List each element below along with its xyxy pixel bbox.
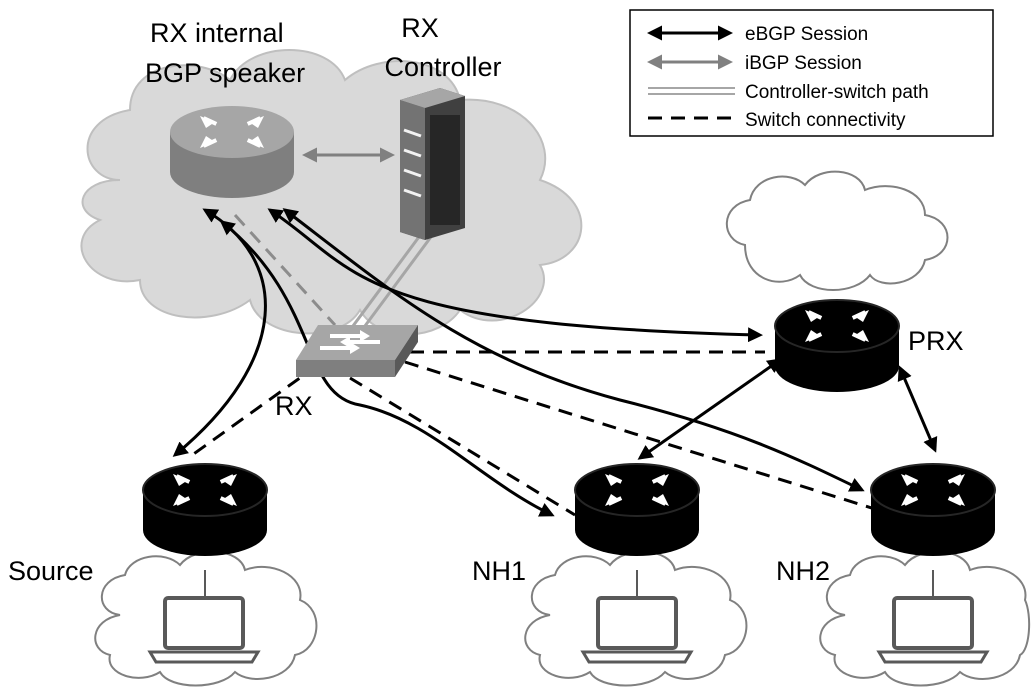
- rx-internal-label-line2: BGP speaker: [145, 58, 305, 88]
- rx-controller-label-line2: Controller: [384, 52, 501, 82]
- prx-label: PRX: [908, 326, 964, 356]
- rx-controller-label-line1: RX: [401, 13, 439, 43]
- nh2-label: NH2: [776, 556, 830, 586]
- nh1-laptop: [580, 570, 694, 664]
- source-laptop: [147, 570, 261, 664]
- rx-switch-label: RX: [275, 391, 313, 421]
- legend-label-ibgp: iBGP Session: [745, 53, 862, 74]
- switch-connectivity-lines: [187, 350, 879, 517]
- switch-icon: [296, 325, 418, 377]
- legend-label-switch-connectivity: Switch connectivity: [745, 110, 906, 131]
- prx-router-icon: [774, 299, 900, 392]
- server-icon: [400, 88, 465, 240]
- legend-label-controller-path: Controller-switch path: [745, 82, 929, 103]
- nh1-router-icon: [574, 463, 700, 556]
- nh2-router-icon: [870, 463, 996, 556]
- ebgp-session-arrows: [172, 208, 938, 517]
- nh2-laptop: [876, 570, 990, 664]
- rx-internal-label-line1: RX internal: [150, 18, 284, 48]
- source-router-icon: [142, 463, 268, 556]
- source-label: Source: [8, 556, 94, 586]
- legend-label-ebgp: eBGP Session: [745, 24, 868, 45]
- rx-cloud: [80, 49, 583, 336]
- nh1-label: NH1: [472, 556, 526, 586]
- prx-cloud: [725, 170, 949, 291]
- legend-controller-path-symbol: [648, 87, 735, 95]
- rx-internal-router-icon: [170, 106, 294, 198]
- legend: eBGP Session iBGP Session Controller-swi…: [629, 9, 994, 137]
